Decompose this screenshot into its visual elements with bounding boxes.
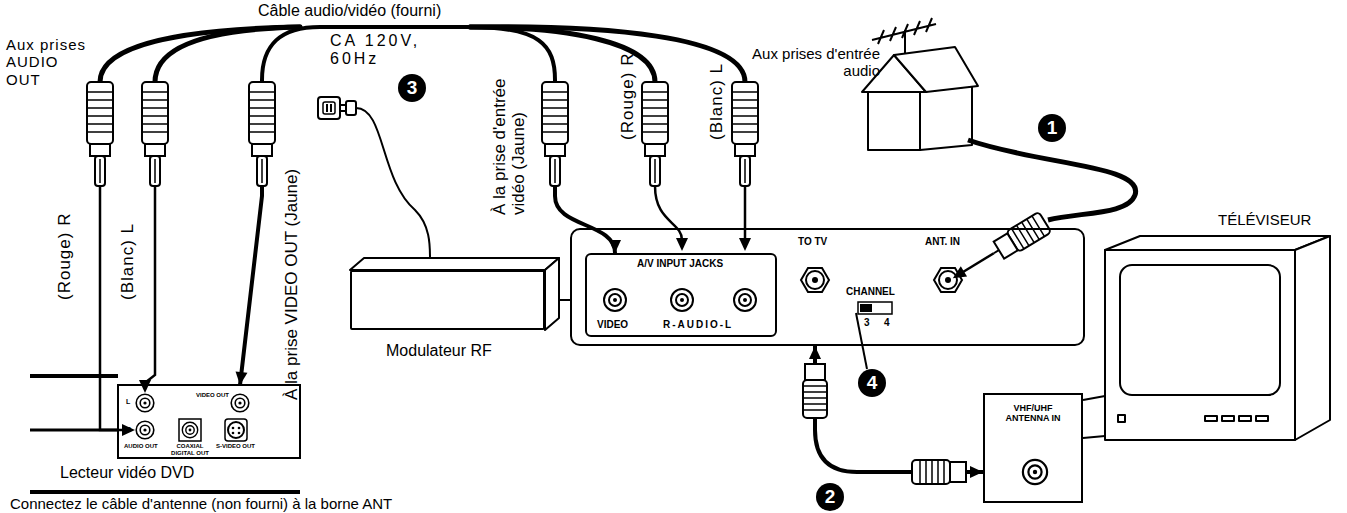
plug-label: (Rouge) R [618, 53, 638, 140]
arrowhead [809, 346, 821, 359]
node-text: 3 [864, 317, 870, 329]
callout-number: 1 [1038, 117, 1066, 139]
node-text: 4 [884, 317, 890, 329]
power-label: CA 120V, 60Hz [330, 32, 465, 69]
callout-number: 2 [816, 486, 844, 508]
cable-connector [815, 346, 983, 472]
plug-label: (Rouge) R [55, 213, 75, 300]
node-text: R-AUDIO-L [663, 319, 733, 331]
plug-label: À la prise d'entrée vidéo (Jaune) [490, 45, 528, 215]
jack-label: COAXIAL DIGITAL OUT [170, 443, 210, 457]
annotation-label: Aux prises d'entrée audio [752, 45, 880, 80]
television: TÉLÉVISEUR [1105, 235, 1333, 440]
television-drawing [1083, 236, 1330, 440]
arrowhead [236, 371, 248, 385]
callout-number: 4 [858, 372, 886, 394]
node-text: TÉLÉVISEUR [1218, 211, 1311, 228]
plug-wires [100, 186, 745, 430]
plug-label: À la prise VIDEO OUT (Jaune) [282, 169, 302, 400]
node-text: TO TV [798, 236, 827, 248]
jack-label: L [126, 398, 130, 406]
arrowhead [609, 240, 621, 253]
plug-label: (Blanc) L [118, 223, 138, 300]
cable-title: Câble audio/vidéo (fourni) [258, 2, 441, 20]
dvd-player: Lecteur vidéo DVD [28, 385, 303, 492]
power-outlet [318, 97, 430, 258]
antenna-cable [968, 140, 1136, 220]
node-text: A/V INPUT JACKS [587, 258, 773, 270]
node-text: VHF/UHF ANTENNA IN [995, 403, 1071, 424]
rf-modulator-faces [350, 258, 559, 330]
node-text: Modulateur RF [386, 342, 492, 360]
jack-label: R [126, 426, 131, 434]
house-antenna [862, 18, 978, 150]
antenna-input-panel: VHF/UHF ANTENNA IN [983, 393, 1083, 503]
antenna-plug [947, 212, 1052, 289]
channel-switch [858, 302, 892, 314]
jack-label: AUDIO OUT [124, 443, 158, 450]
node-text: VIDEO [597, 319, 628, 331]
av-input-band: A/V INPUT JACKS VIDEO R-AUDIO-L [585, 253, 777, 337]
callout-number: 3 [398, 77, 426, 99]
node-text: CHANNEL [846, 286, 895, 298]
audio-video-cable [100, 27, 745, 82]
jack-label: S-VIDEO OUT [216, 443, 255, 450]
modulator-panel: TO TV CHANNEL 3 4 ANT. IN A/V INPUT JACKS VIDE… [570, 228, 1085, 346]
instruction-text: Connectez le câble d'antenne (non fourni… [10, 495, 392, 512]
plug-label: (Blanc) L [707, 63, 727, 140]
annotation-label: Aux prises AUDIO OUT [6, 36, 98, 88]
dvd-player-drawing [30, 376, 300, 492]
node-text: Lecteur vidéo DVD [60, 464, 194, 482]
rf-modulator-box: Modulateur RF [350, 270, 545, 330]
node-text: ANT. IN [925, 236, 960, 248]
jack-label: VIDEO OUT [196, 392, 229, 399]
